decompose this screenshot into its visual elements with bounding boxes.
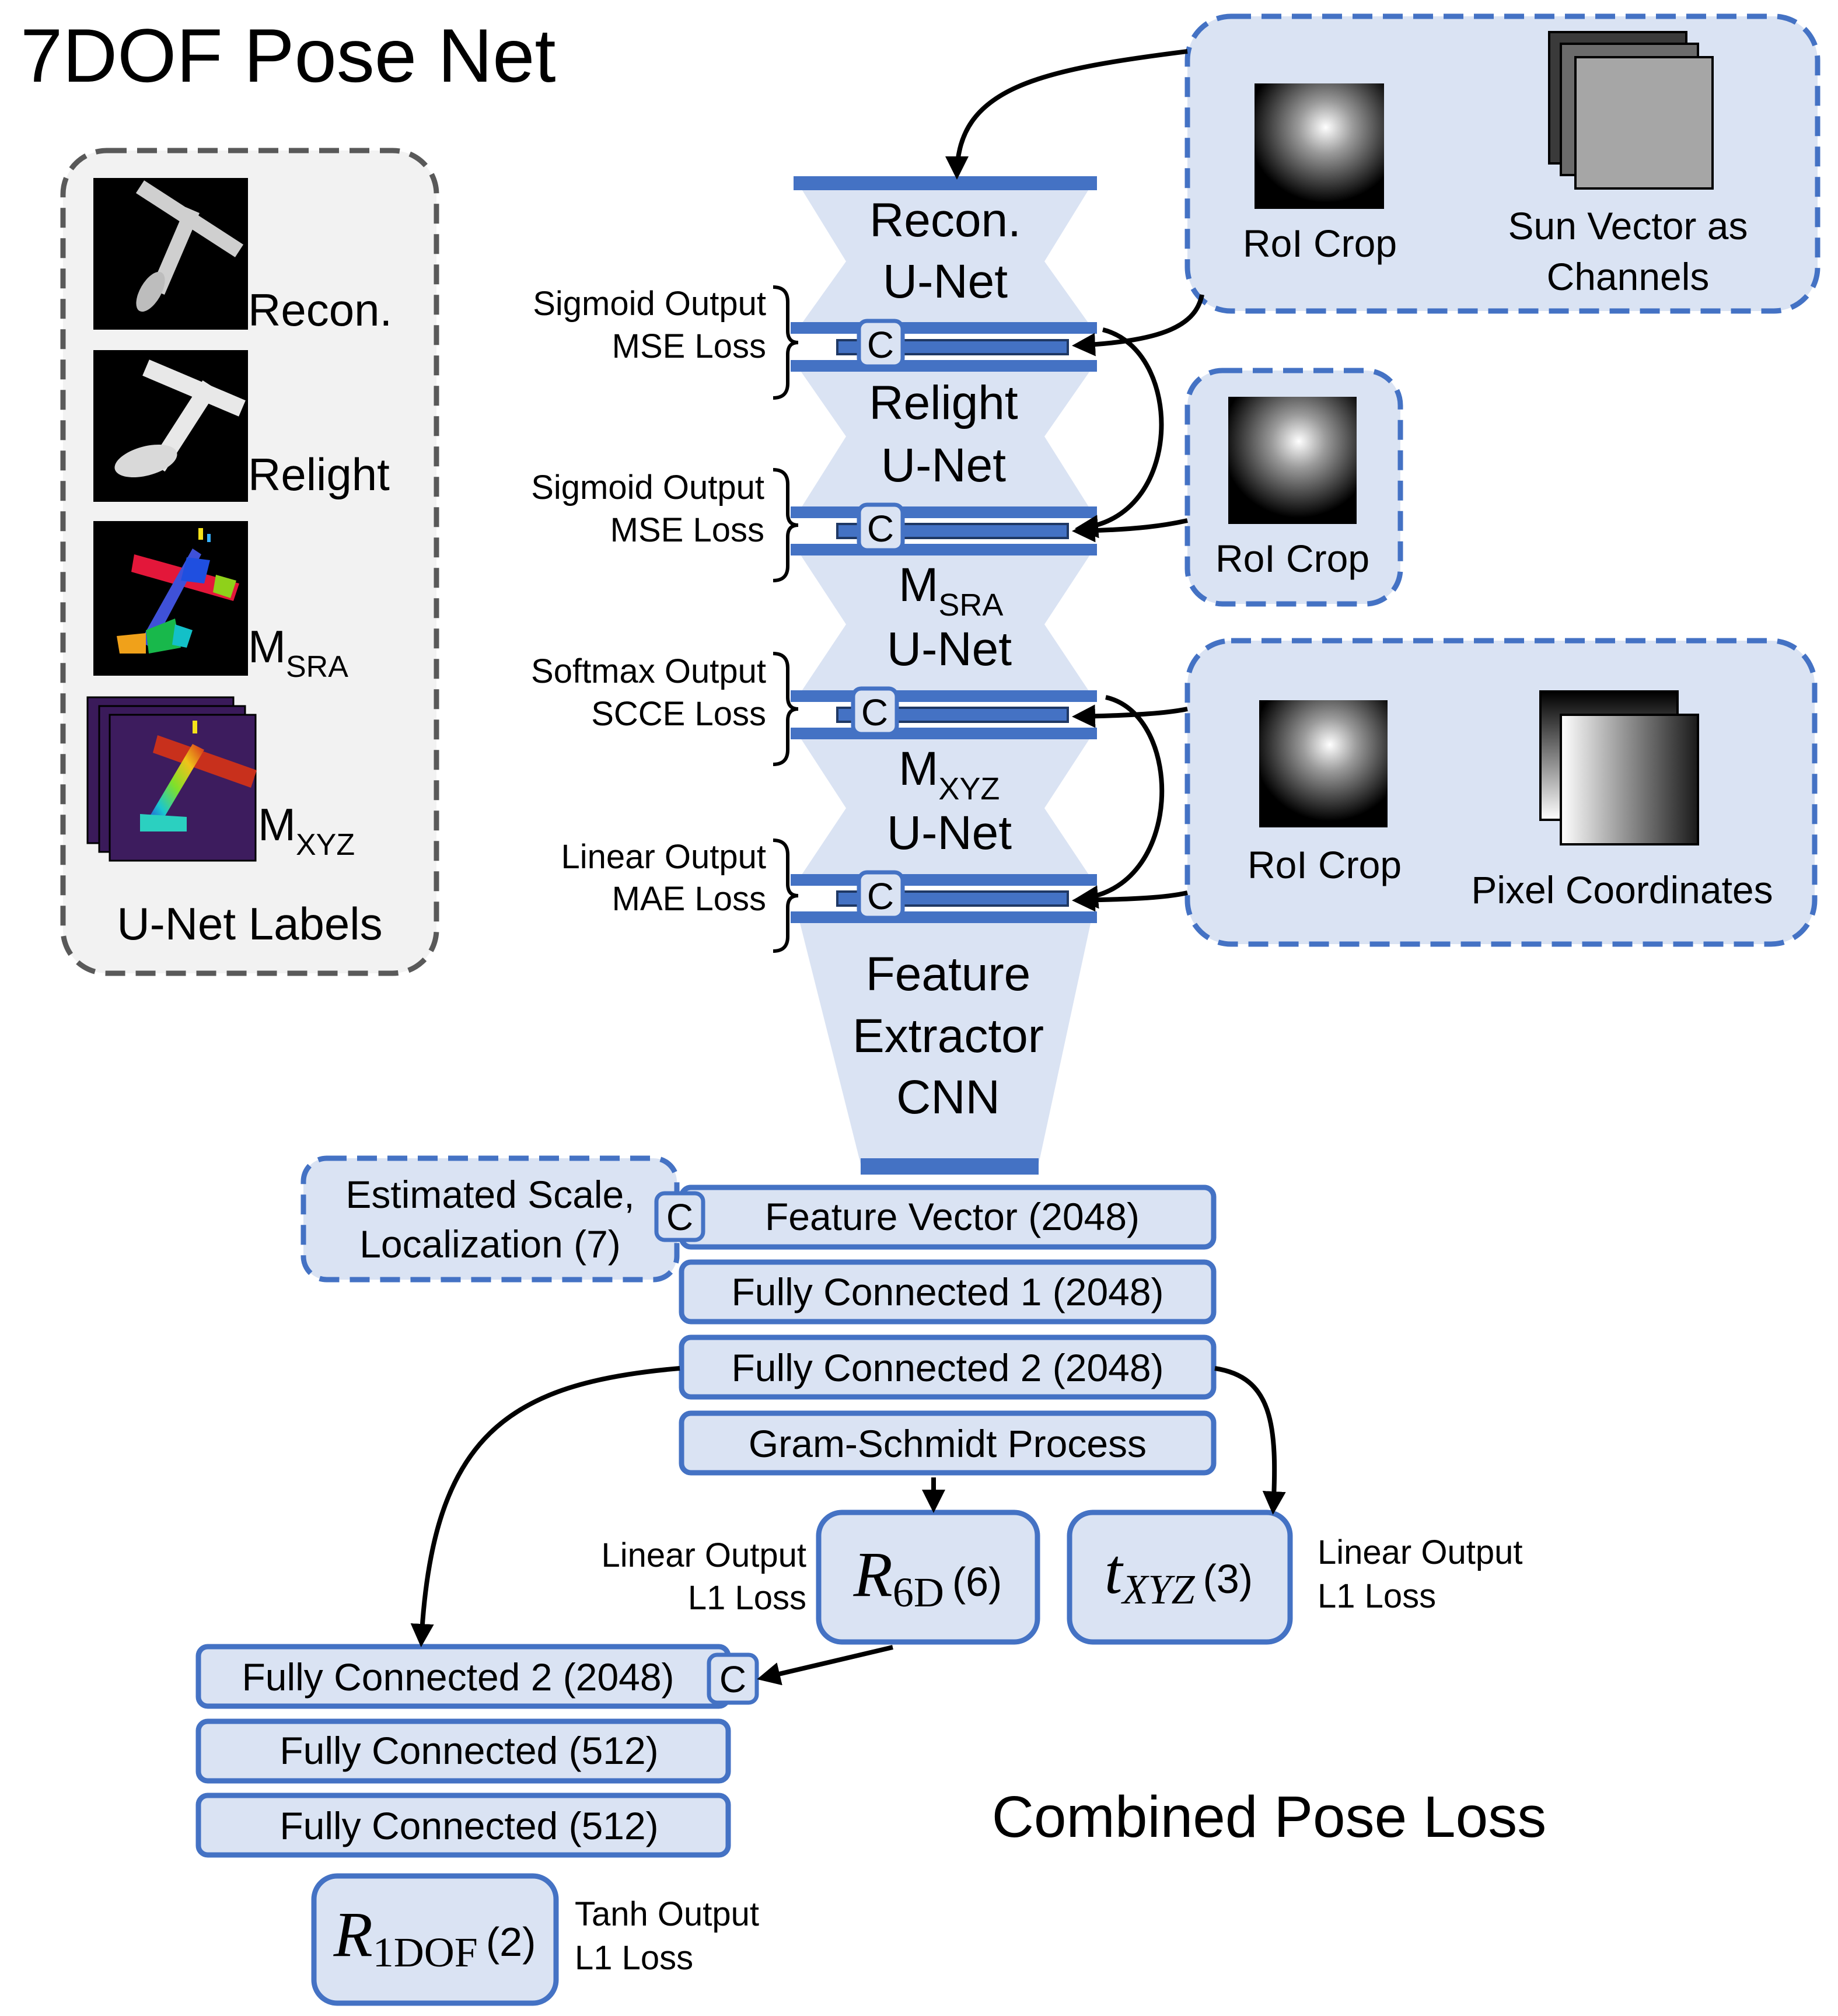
svg-text:C: C: [719, 1658, 746, 1700]
roi-crop-image-1: [1255, 83, 1384, 209]
recon-label: Recon.: [248, 284, 392, 336]
head-arrows: [410, 1366, 1286, 1686]
svg-text:Fully Connected (512): Fully Connected (512): [279, 1729, 658, 1772]
txyz-output-type: Linear Output: [1318, 1533, 1522, 1571]
svg-text:Fully Connected 2 (2048): Fully Connected 2 (2048): [731, 1346, 1163, 1389]
relight-label-image: [93, 350, 248, 502]
roi-crop-label-3: RoI Crop: [1248, 843, 1402, 886]
msra-unet: [799, 553, 1091, 694]
svg-text:R1DOF(2): R1DOF(2): [333, 1899, 536, 1976]
sun-vector-channels-image: [1548, 31, 1714, 190]
concat-c-scale: C: [654, 1191, 705, 1242]
fc1-layer: Fully Connected 1 (2048): [679, 1259, 1217, 1325]
r6d-loss: L1 Loss: [688, 1579, 806, 1617]
concat-c-lower: C: [707, 1652, 759, 1705]
svg-text:C: C: [861, 691, 888, 733]
fc2-layer: Fully Connected 2 (2048): [679, 1334, 1217, 1400]
concat-c-4: C: [857, 870, 905, 920]
svg-text:tXYZ(3): tXYZ(3): [1105, 1536, 1253, 1613]
concat-c-3: C: [851, 686, 899, 736]
input-panel-middle: RoI Crop: [1184, 368, 1403, 607]
recon-unet-title: Recon.: [869, 194, 1021, 247]
feature-extractor-line2: Extractor: [852, 1009, 1044, 1063]
gram-schmidt-layer: Gram-Schmidt Process: [679, 1410, 1217, 1476]
unet-labels-panel: Recon. Relight MSRA: [60, 148, 439, 976]
lower-fc512-a-layer: Fully Connected (512): [195, 1718, 731, 1784]
roi-crop-label-1: RoI Crop: [1243, 222, 1397, 265]
svg-text:Fully Connected 2 (2048): Fully Connected 2 (2048): [242, 1655, 674, 1699]
pixel-coordinates-image: [1539, 690, 1699, 845]
concat-c-2: C: [857, 502, 905, 553]
sun-vector-label-1: Sun Vector as: [1508, 204, 1748, 247]
recon-label-image: [93, 178, 248, 330]
svg-text:C: C: [666, 1196, 693, 1238]
sun-vector-label-2: Channels: [1547, 255, 1710, 298]
txyz-output: tXYZ(3): [1067, 1510, 1293, 1645]
r1dof-output-type: Tanh Output: [575, 1895, 759, 1933]
svg-text:C: C: [867, 324, 894, 366]
roi-crop-image-3: [1259, 700, 1388, 827]
msra-label-image: [93, 521, 248, 676]
input-arrows: [945, 49, 1204, 912]
mxyz-unet: [799, 736, 1091, 878]
relight-unet-title: Relight: [869, 376, 1018, 429]
svg-text:Feature Vector (2048): Feature Vector (2048): [765, 1195, 1140, 1238]
combined-pose-loss: Combined Pose Loss: [992, 1784, 1547, 1850]
r1dof-output: R1DOF(2): [311, 1873, 559, 2006]
scale-localization-box: Estimated Scale, Localization (7): [300, 1155, 680, 1283]
loss-4-loss: MAE Loss: [612, 880, 766, 918]
roi-crop-image-2: [1228, 397, 1357, 524]
svg-text:C: C: [867, 508, 894, 550]
input-panel-bottom: RoI Crop Pixel Coordinates: [1184, 638, 1818, 947]
loss-1-output: Sigmoid Output: [533, 285, 766, 323]
r1dof-loss: L1 Loss: [575, 1939, 693, 1977]
loss-2-loss: MSE Loss: [610, 511, 764, 549]
unet-losses: Sigmoid Output MSE Loss Sigmoid Output M…: [531, 285, 799, 953]
msra-label: MSRA: [248, 621, 348, 684]
feature-extractor-line3: CNN: [896, 1071, 1000, 1124]
feature-extractor-cnn: [799, 921, 1091, 1164]
msra-unet-subtitle: U-Net: [887, 623, 1012, 676]
diagram-title: 7DOF Pose Net: [20, 13, 556, 98]
svg-text:C: C: [867, 875, 894, 917]
r6d-output: R6D(6): [816, 1510, 1040, 1645]
r6d-output-type: Linear Output: [602, 1536, 806, 1574]
svg-text:Gram-Schmidt Process: Gram-Schmidt Process: [749, 1422, 1147, 1465]
mxyz-unet-title: MXYZ: [899, 742, 1000, 806]
svg-text:R6D(6): R6D(6): [853, 1539, 1002, 1616]
txyz-loss: L1 Loss: [1318, 1577, 1436, 1615]
svg-text:Localization (7): Localization (7): [359, 1222, 621, 1266]
concat-c-1: C: [857, 319, 905, 369]
mxyz-label: MXYZ: [258, 799, 355, 862]
loss-3-loss: SCCE Loss: [591, 695, 766, 733]
relight-unet-subtitle: U-Net: [881, 439, 1006, 492]
unet-stack: Recon. U-Net Relight U-Net MSRA U-Net MX…: [791, 176, 1097, 1175]
lower-fc512-b-layer: Fully Connected (512): [195, 1793, 731, 1858]
feature-vector-layer: Feature Vector (2048): [679, 1185, 1217, 1250]
roi-crop-label-2: RoI Crop: [1215, 537, 1369, 580]
input-panel-top: RoI Crop Sun Vector as Channels: [1184, 13, 1820, 314]
recon-unet: [799, 186, 1091, 327]
loss-4-output: Linear Output: [561, 838, 766, 876]
lower-fc2-layer: Fully Connected 2 (2048): [195, 1644, 731, 1709]
relight-unet: [799, 369, 1091, 511]
mxyz-unet-subtitle: U-Net: [887, 806, 1012, 859]
loss-1-loss: MSE Loss: [612, 327, 766, 365]
mxyz-label-image: [86, 696, 257, 862]
recon-unet-subtitle: U-Net: [883, 255, 1008, 308]
relight-label: Relight: [248, 449, 390, 500]
svg-text:Estimated Scale,: Estimated Scale,: [345, 1173, 634, 1216]
feature-extractor-line1: Feature: [866, 948, 1031, 1001]
msra-unet-title: MSRA: [899, 558, 1003, 623]
unet-labels-caption: U-Net Labels: [117, 898, 382, 949]
loss-3-output: Softmax Output: [531, 652, 766, 690]
loss-2-output: Sigmoid Output: [531, 469, 764, 506]
svg-text:Fully Connected (512): Fully Connected (512): [279, 1804, 658, 1847]
svg-text:Fully Connected 1 (2048): Fully Connected 1 (2048): [731, 1270, 1163, 1313]
pixel-coordinates-label: Pixel Coordinates: [1471, 868, 1773, 911]
